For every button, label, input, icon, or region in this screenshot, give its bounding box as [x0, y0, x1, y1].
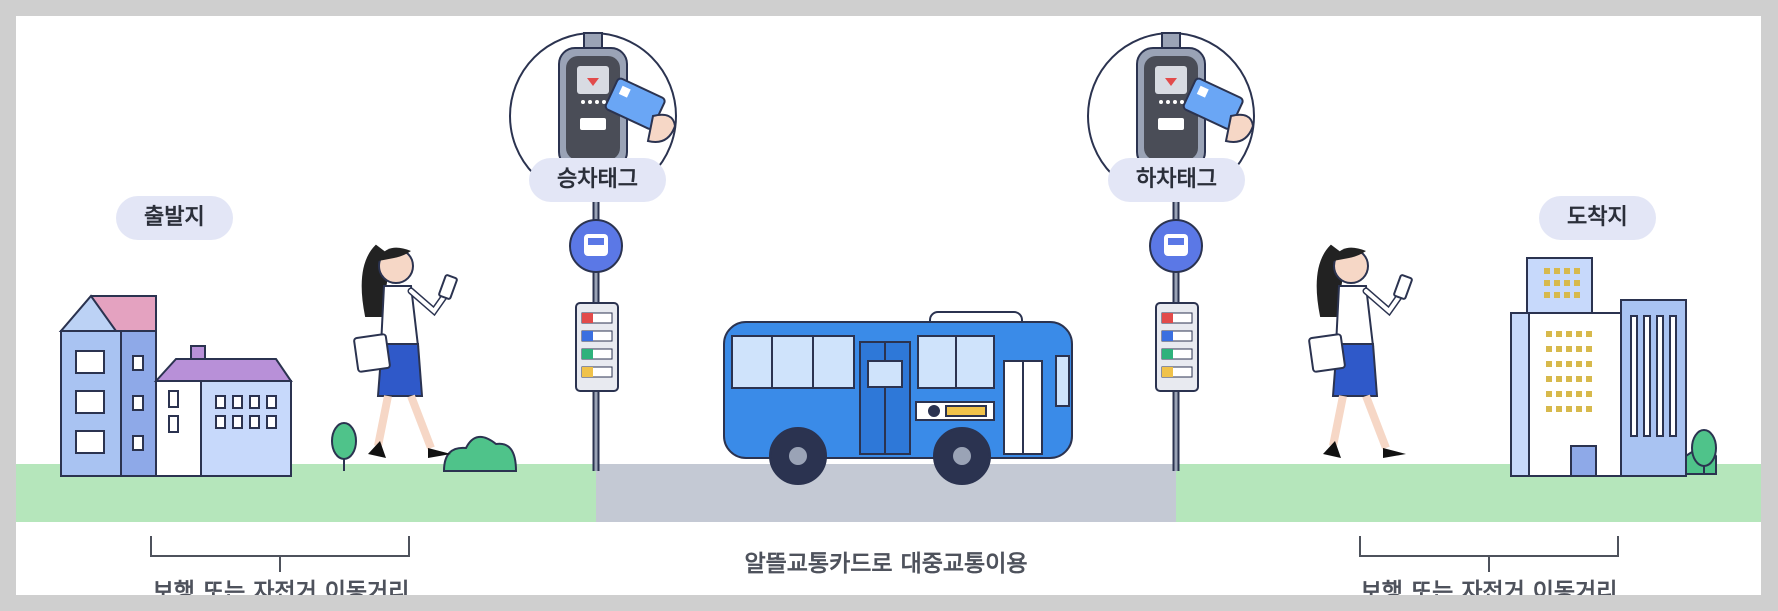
- destination-label: 도착지: [1539, 196, 1656, 240]
- walk-bike-caption-left: 보행 또는 자전거 이동거리: [152, 579, 410, 595]
- pedestrian-right: [1309, 246, 1413, 458]
- pedestrian-left: [354, 246, 458, 458]
- tree-left: [331, 422, 357, 471]
- bracket-right: [1359, 536, 1619, 572]
- boarding-tag-label: 승차태그: [529, 158, 666, 202]
- bus: [723, 311, 1073, 485]
- transit-caption: 알뜰교통카드로 대중교통이용: [744, 551, 1028, 577]
- alighting-tag-label: 하차태그: [1108, 158, 1245, 202]
- walk-bike-caption-right: 보행 또는 자전거 이동거리: [1360, 579, 1618, 595]
- origin-buildings: [58, 294, 293, 477]
- bush-left: [442, 436, 518, 472]
- bus-stop-boarding: [569, 196, 623, 471]
- origin-label: 출발지: [116, 196, 233, 240]
- tree-right: [1685, 429, 1717, 475]
- road: [596, 464, 1176, 522]
- bus-stop-alighting: [1149, 196, 1203, 471]
- bracket-left: [150, 536, 410, 572]
- scene-illustration: [16, 32, 1761, 572]
- transport-diagram: 출발지 승차태그 하차태그 도착지 보행 또는 자전거 이동거리 알뜰교통카드로…: [16, 16, 1761, 595]
- destination-buildings: [1510, 257, 1687, 477]
